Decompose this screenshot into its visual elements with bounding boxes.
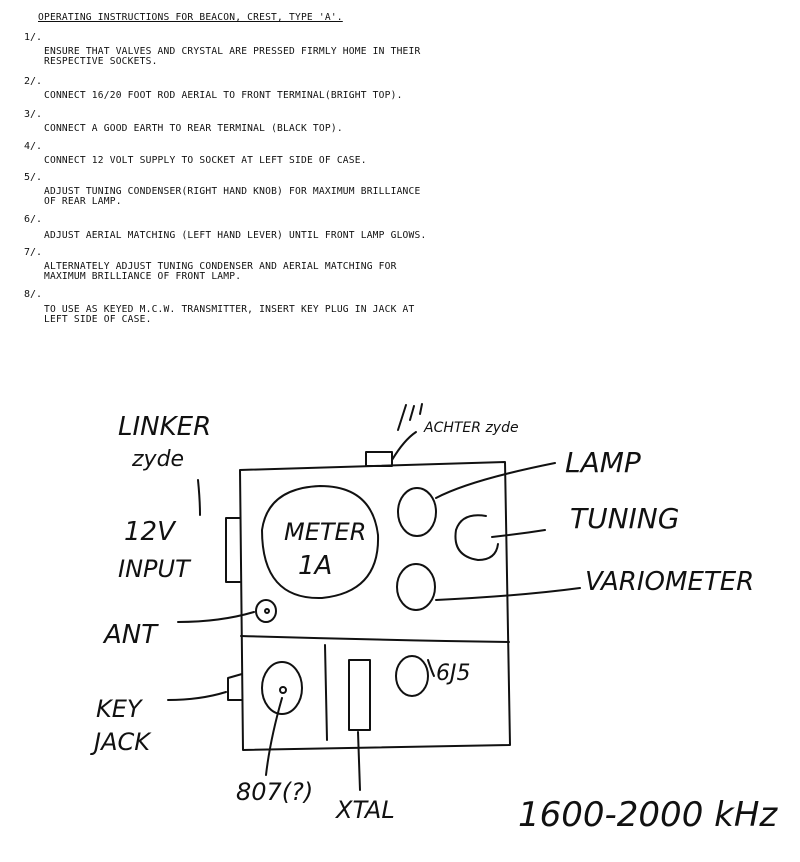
lamp-label: LAMP — [565, 446, 641, 479]
input-12v-label: 12V — [124, 517, 177, 547]
instruction-text: ALTERNATELY ADJUST TUNING CONDENSER AND … — [44, 261, 397, 272]
instruction-number: 4/. — [24, 141, 43, 152]
instruction-text: LEFT SIDE OF CASE. — [44, 314, 152, 325]
meter-label: METER — [284, 518, 366, 546]
ant-label: ANT — [102, 620, 159, 650]
valve-807-label: 807(?) — [236, 778, 313, 806]
earth-terminal — [365, 451, 393, 467]
case-outline — [239, 461, 511, 751]
jack-label: JACK — [90, 728, 152, 756]
instruction-number: 6/. — [24, 214, 43, 225]
linker-sub-label: zyde — [131, 447, 184, 472]
variometer-label: VARIOMETER — [585, 567, 754, 597]
instruction-text: ADJUST TUNING CONDENSER(RIGHT HAND KNOB)… — [44, 186, 421, 197]
instruction-text: MAXIMUM BRILLIANCE OF FRONT LAMP. — [44, 271, 242, 282]
case-divider — [240, 635, 510, 643]
xtal-label: XTAL — [334, 796, 395, 824]
crystal-rect — [348, 659, 371, 731]
instruction-number: 2/. — [24, 76, 43, 87]
key-label: KEY — [96, 695, 144, 723]
achter-label: ACHTER zyde — [423, 420, 519, 436]
input-label: INPUT — [118, 555, 192, 583]
instruction-text: CONNECT 12 VOLT SUPPLY TO SOCKET AT LEFT… — [44, 155, 367, 166]
valve-807 — [261, 661, 303, 715]
instruction-text: TO USE AS KEYED M.C.W. TRANSMITTER, INSE… — [44, 304, 415, 315]
valve-6j5-label: 6J5 — [436, 661, 470, 686]
instruction-number: 1/. — [24, 32, 43, 43]
instruction-text: ENSURE THAT VALVES AND CRYSTAL ARE PRESS… — [44, 46, 421, 57]
meter-sub-label: 1A — [298, 551, 332, 581]
document-title: OPERATING INSTRUCTIONS FOR BEACON, CREST… — [38, 12, 343, 23]
instruction-text: OF REAR LAMP. — [44, 196, 122, 207]
tuning-label: TUNING — [570, 502, 679, 535]
power-socket — [225, 517, 241, 583]
tuning-knob — [454, 514, 499, 561]
linker-label: LINKER — [118, 412, 211, 442]
instruction-number: 8/. — [24, 289, 43, 300]
instruction-number: 7/. — [24, 247, 43, 258]
compartment-divider — [324, 644, 328, 741]
meter-outline — [261, 485, 380, 600]
instruction-text: CONNECT A GOOD EARTH TO REAR TERMINAL (B… — [44, 123, 343, 134]
instruction-number: 5/. — [24, 172, 43, 183]
lamp-circle — [397, 487, 437, 537]
valve-6j5 — [395, 655, 429, 697]
frequency-label: 1600-2000 kHz — [518, 795, 778, 835]
key-jack — [227, 673, 243, 701]
instruction-text: RESPECTIVE SOCKETS. — [44, 56, 158, 67]
instruction-text: ADJUST AERIAL MATCHING (LEFT HAND LEVER)… — [44, 230, 427, 241]
instruction-number: 3/. — [24, 109, 43, 120]
instruction-text: CONNECT 16/20 FOOT ROD AERIAL TO FRONT T… — [44, 90, 403, 101]
ant-terminal — [255, 599, 277, 623]
variometer-circle — [396, 563, 436, 611]
